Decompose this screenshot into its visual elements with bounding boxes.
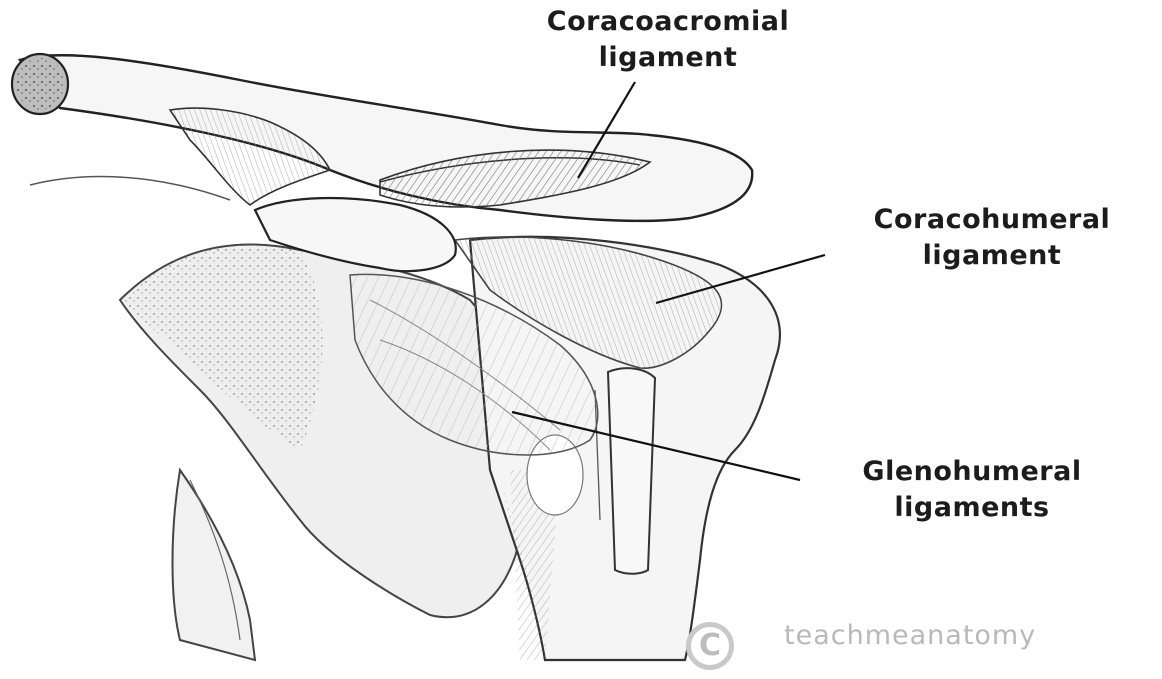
label-coracohumeral-line1: Coracohumeral [822,202,1162,238]
label-coracoacromial-line1: Coracoacromial [498,4,838,40]
label-coracoacromial-ligament: Coracoacromial ligament [498,4,838,76]
watermark: C teachmeanatomy [686,618,1126,674]
label-glenohumeral-ligaments: Glenohumeral ligaments [802,454,1142,526]
copyright-icon: C [686,622,734,670]
label-coracoacromial-line2: ligament [498,40,838,76]
label-coracohumeral-line2: ligament [822,238,1162,274]
label-coracohumeral-ligament: Coracohumeral ligament [822,202,1162,274]
label-glenohumeral-line1: Glenohumeral [802,454,1142,490]
label-glenohumeral-line2: ligaments [802,490,1142,526]
watermark-text: teachmeanatomy [784,620,1036,651]
